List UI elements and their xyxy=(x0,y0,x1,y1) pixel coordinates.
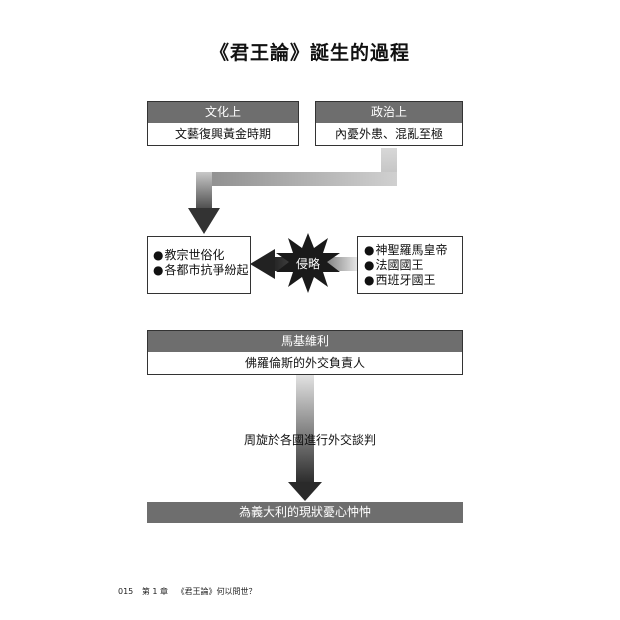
powers-item: 法國國王 xyxy=(364,258,462,273)
culture-header: 文化上 xyxy=(148,102,298,123)
politics-body: 內憂外患、混亂至極 xyxy=(334,127,443,141)
chapter-title: 《君王論》何以問世？ xyxy=(176,587,257,596)
powers-item: 神聖羅馬皇帝 xyxy=(364,243,462,258)
culture-body: 文藝復興黃金時期 xyxy=(174,127,271,141)
machiavelli-body: 佛羅倫斯的外交負責人 xyxy=(244,356,365,370)
politics-header: 政治上 xyxy=(316,102,462,123)
church-item: 各都市抗爭紛起 xyxy=(153,263,250,278)
result-bar: 為義大利的現狀憂心忡忡 xyxy=(147,502,463,523)
powers-item: 西班牙國王 xyxy=(364,273,462,288)
chapter-label: 第 1 章 xyxy=(141,587,169,596)
machiavelli-box: 馬基維利 佛羅倫斯的外交負責人 xyxy=(147,330,463,375)
politics-box: 政治上 內憂外患、混亂至極 xyxy=(315,101,463,146)
page-number: 015 xyxy=(118,587,134,596)
culture-box: 文化上 文藝復興黃金時期 xyxy=(147,101,299,146)
burst-icon xyxy=(276,233,340,293)
machiavelli-header: 馬基維利 xyxy=(148,331,462,352)
church-item: 教宗世俗化 xyxy=(153,248,250,263)
page-title: 《君王論》誕生的過程 xyxy=(209,42,410,64)
page-footer: 015 第 1 章 《君王論》何以問世？ xyxy=(118,586,263,597)
invasion-label: 侵略 xyxy=(296,257,321,271)
diplomacy-arrow xyxy=(288,374,322,501)
elbow-arrow xyxy=(188,148,397,234)
diplomacy-label: 周旋於各國進行外交談判 xyxy=(243,433,376,447)
church-box: 教宗世俗化 各都市抗爭紛起 xyxy=(147,236,251,294)
powers-box: 神聖羅馬皇帝 法國國王 西班牙國王 xyxy=(357,236,463,294)
